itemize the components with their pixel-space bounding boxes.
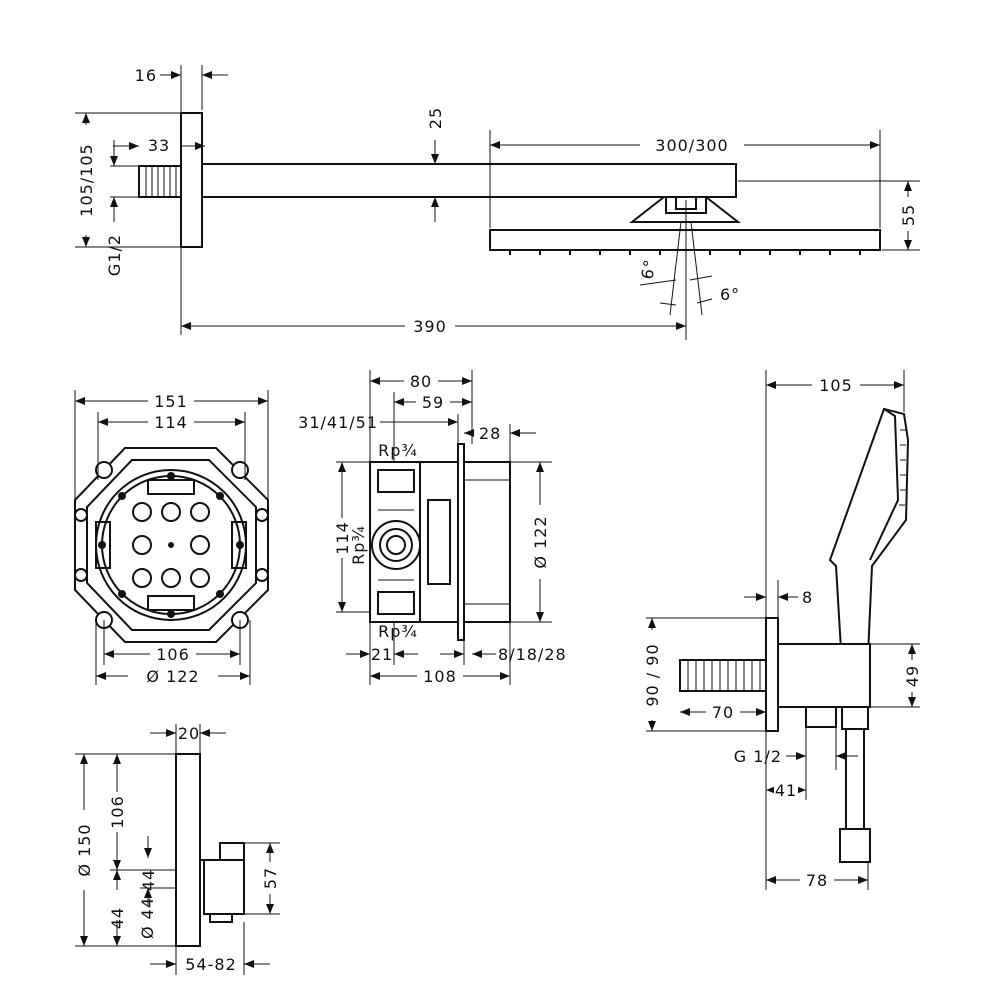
outlet-thread [679, 659, 767, 692]
shower-arm [201, 163, 737, 198]
shower-head [489, 229, 881, 251]
dim-rp34-bottom: Rp¾ [378, 622, 418, 641]
dim-6-deg-b: 6° [720, 285, 740, 304]
dim-114-a: 114 [154, 413, 188, 432]
dim-90-90: 90 / 90 [643, 643, 662, 706]
dim-16: 16 [135, 66, 157, 85]
dim-300-300: 300/300 [655, 136, 728, 155]
dim-44-a: 44 [139, 869, 158, 891]
dim-106-b: 106 [108, 795, 127, 829]
dim-108: 108 [423, 667, 457, 686]
thread-hatching [145, 166, 177, 197]
dim-70: 70 [712, 703, 734, 722]
box-internals [377, 469, 451, 615]
dim-dia-122-a: Ø 122 [146, 667, 199, 686]
dim-41: 41 [775, 781, 797, 800]
dim-151: 151 [154, 392, 188, 411]
mounting-box-front: 151 114 106 Ø 122 [74, 390, 269, 687]
hose-nut [805, 706, 837, 728]
dim-25: 25 [426, 107, 445, 129]
ring-bolts [98, 472, 244, 618]
dim-57: 57 [261, 867, 280, 889]
trim-side-view: 20 Ø 150 106 44 Ø 44 44 57 54-82 [74, 724, 280, 975]
mounting-box-side: 80 59 31/41/51 28 Rp¾ 114 Rp¾ Ø 122 Rp¾ … [298, 370, 567, 687]
dim-80: 80 [410, 372, 432, 391]
hose [845, 728, 865, 830]
dim-dia-122-b: Ø 122 [531, 515, 550, 568]
dim-rp34-top: Rp¾ [378, 441, 418, 460]
trim-plate [175, 753, 201, 947]
dim-8-18-28: 8/18/28 [498, 645, 567, 664]
dim-54-82: 54-82 [185, 955, 237, 974]
dim-dia-150: Ø 150 [75, 823, 94, 876]
dim-44-b: Ø 44 [138, 897, 157, 939]
dim-28: 28 [479, 424, 501, 443]
hand-shower-view: 105 8 90 / 90 49 70 G 1/2 41 78 [642, 370, 922, 891]
dim-44-c: 44 [108, 907, 127, 929]
dim-6-deg-a: 6° [637, 257, 659, 280]
dim-59: 59 [422, 393, 444, 412]
dim-g12-bottom: G 1/2 [734, 747, 782, 766]
spray-nozzles [899, 429, 906, 506]
outlet-body [777, 643, 871, 708]
dim-390: 390 [413, 317, 447, 336]
dim-106-a: 106 [156, 645, 190, 664]
dim-31-41-51: 31/41/51 [298, 413, 378, 432]
port-circles [132, 502, 210, 588]
dim-49: 49 [903, 665, 922, 687]
dim-114-b: 114 [333, 521, 352, 555]
dim-105-handshower: 105 [819, 376, 853, 395]
dim-rp34-side: Rp¾ [349, 525, 368, 565]
hand-shower [828, 407, 910, 701]
hose-end [839, 828, 871, 863]
thread-connector [138, 165, 182, 198]
nozzle-row [509, 250, 861, 255]
dim-33: 33 [148, 136, 170, 155]
hose-fitting [841, 706, 869, 730]
knob-cap [219, 842, 245, 861]
dim-105-105: 105/105 [77, 143, 96, 216]
dim-55: 55 [899, 204, 918, 226]
dim-g12-top: G1/2 [105, 234, 124, 276]
dim-78: 78 [806, 871, 828, 890]
knob-body [203, 859, 245, 915]
wall-flange [180, 112, 203, 248]
dim-8: 8 [802, 588, 813, 607]
dim-21: 21 [371, 645, 393, 664]
dim-20: 20 [178, 724, 200, 743]
shower-arm-view: 16 33 105/105 G1/2 25 300/300 55 6° 6° [75, 65, 920, 340]
trim-body [463, 461, 511, 623]
outlet-flange [765, 617, 779, 732]
outlet-thread-hatching [687, 660, 761, 691]
